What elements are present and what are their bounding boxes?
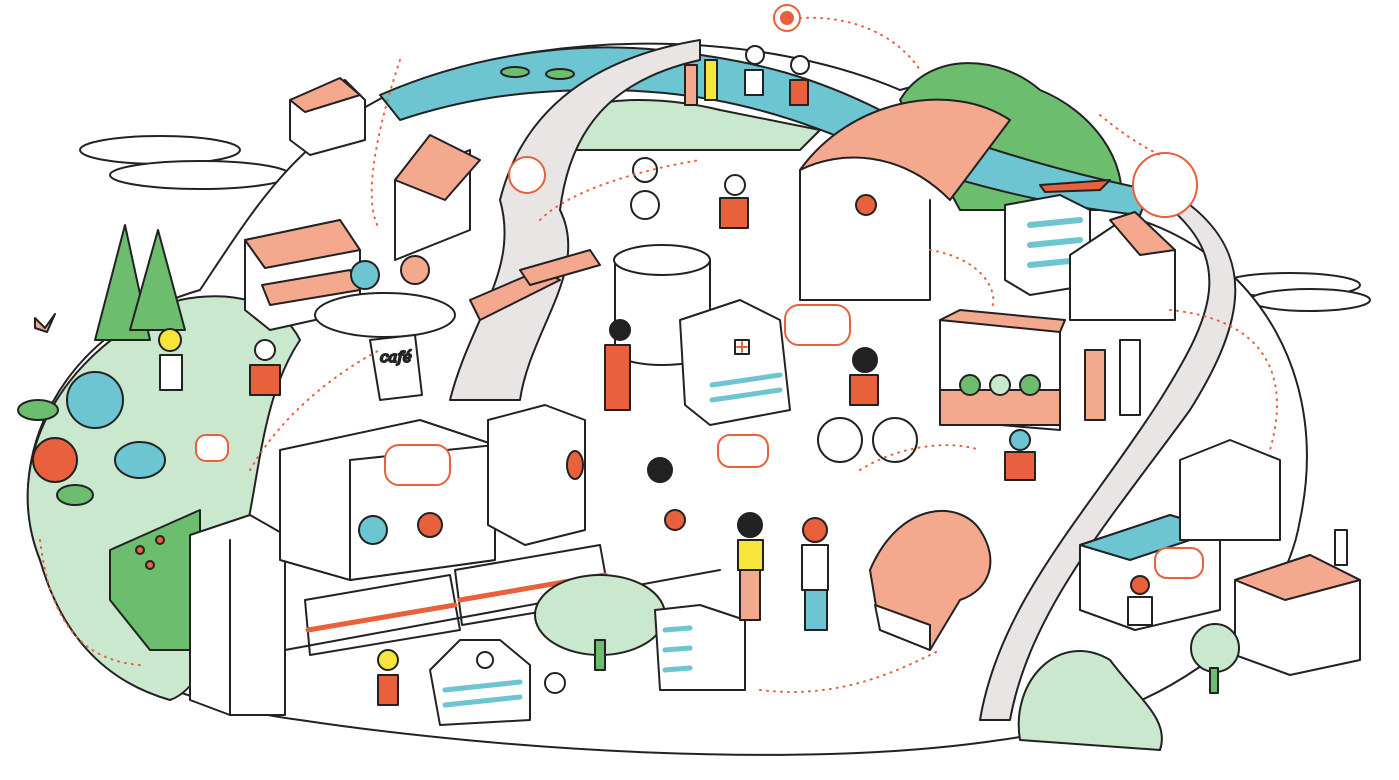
people — [158, 45, 1153, 706]
vegetable-stand — [939, 309, 1066, 431]
stage-building — [279, 419, 496, 581]
basketball-icon — [780, 11, 794, 25]
dotted-paths — [39, 16, 1278, 693]
cafe-sign: café — [369, 334, 423, 401]
kiosk — [1069, 211, 1176, 321]
cafe-table — [314, 255, 456, 338]
svg-text:café: café — [380, 348, 412, 366]
gym-canopy — [799, 98, 1011, 301]
city-towers-right — [1179, 439, 1281, 541]
soccer-ball-icon — [544, 672, 566, 694]
grand-piano — [869, 510, 992, 651]
road-right — [979, 199, 1237, 721]
tall-building-left — [189, 514, 286, 716]
flower-garden — [17, 371, 166, 506]
speech-bubbles — [195, 4, 1204, 579]
pine-trees — [94, 224, 186, 341]
food-stall — [487, 404, 586, 546]
hospital — [679, 299, 791, 426]
shrine-house — [289, 77, 366, 156]
cloud-right — [1219, 272, 1371, 312]
vegetable-patch — [109, 509, 201, 651]
office-bottom — [654, 604, 746, 691]
market-stall-top — [394, 134, 481, 261]
cloud-left — [79, 135, 291, 190]
tree-bottom-right — [1190, 623, 1240, 694]
musicians — [737, 512, 829, 631]
butterfly-icon — [34, 313, 56, 333]
green-bottom-right — [1017, 650, 1163, 751]
bakery — [1234, 529, 1361, 676]
school — [429, 639, 531, 726]
banners — [684, 59, 1141, 421]
fish-icons — [500, 66, 575, 80]
